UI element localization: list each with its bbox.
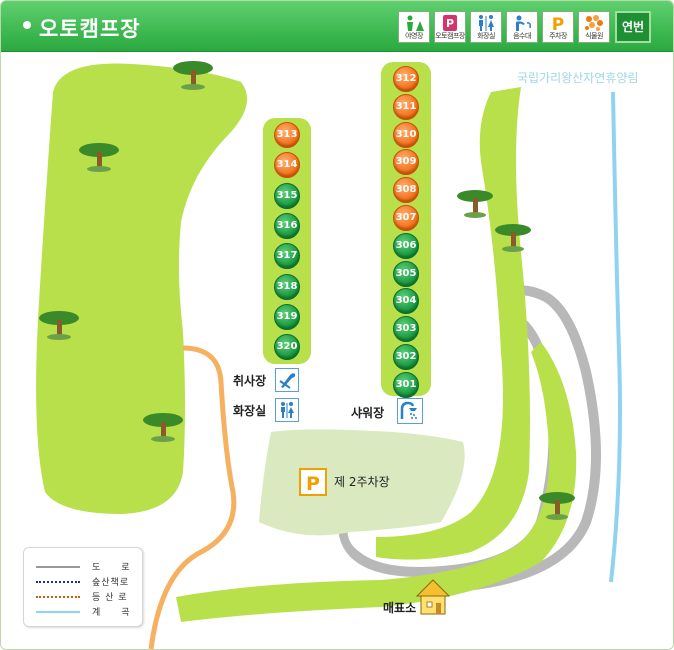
cooking-label: 취사장 [233, 374, 267, 388]
legend-hiking-line [36, 596, 80, 598]
green-road-bottom [176, 342, 577, 622]
autocamp-label: 오토캠프장 [435, 32, 465, 40]
svg-text:P: P [552, 15, 564, 32]
legend-row-hiking: 등 산 로 [36, 590, 136, 604]
campsite-310[interactable]: 310 [393, 121, 419, 148]
shower-icon[interactable] [397, 398, 423, 424]
campsite-302[interactable]: 302 [393, 344, 419, 370]
toilet-button[interactable]: 화장실 [470, 11, 502, 43]
parking-sign-icon[interactable]: P [299, 468, 327, 496]
campsite-313[interactable]: 313 [274, 122, 300, 148]
toilet-label-map: 화장실 [233, 404, 267, 418]
parking-label: 주차장 [549, 32, 567, 40]
map-legend: 도 로 숲산책로 등 산 로 계 곡 [23, 547, 143, 627]
tree-icon [495, 224, 531, 252]
campsite-318[interactable]: 318 [274, 273, 300, 300]
plants-label: 식물원 [585, 32, 603, 40]
green-road-right [376, 87, 530, 560]
page-title: 오토캠프장 [39, 17, 141, 41]
campsite-305[interactable]: 305 [393, 260, 419, 287]
campsite-map: 국립가리왕산자연휴양림 313 314 315 316 317 318 319 320 312… [1, 52, 673, 649]
svg-text:P: P [446, 17, 454, 30]
water-label: 음수대 [513, 32, 531, 40]
cooking-icon[interactable] [275, 368, 299, 392]
legend-row-stream: 계 곡 [36, 605, 136, 619]
toilet-label: 화장실 [477, 32, 495, 40]
stream-line [609, 91, 622, 583]
tree-icon [457, 190, 493, 218]
legend-forest-walk-label: 숲산책로 [92, 578, 130, 588]
site-column-left-bg [263, 118, 311, 364]
legend-road-line [36, 566, 80, 568]
shower-label: 샤워장 [351, 406, 385, 420]
yeonbeon-button[interactable]: 연번 [615, 11, 651, 43]
camping-tent-icon [407, 15, 424, 31]
campsite-314[interactable]: 314 [274, 152, 300, 179]
autocamp-icon: P [443, 15, 457, 31]
title-bullet-icon [23, 21, 31, 29]
parking-button[interactable]: P 주차장 [542, 11, 574, 43]
botanical-garden-icon [585, 15, 603, 31]
legend-hiking-label: 등 산 로 [92, 593, 128, 603]
ticket-booth-label: 매표소 [383, 601, 417, 615]
campsite-306[interactable]: 306 [393, 232, 419, 259]
hiking-trail [148, 345, 237, 649]
legend-forest-walk-line [36, 581, 80, 583]
campsite-319[interactable]: 319 [274, 303, 300, 330]
parking-lot-label: 제 2주차장 [334, 475, 390, 489]
legend-stream-label: 계 곡 [92, 608, 131, 618]
plants-button[interactable]: 식물원 [578, 11, 610, 43]
campsite-304[interactable]: 304 [393, 288, 419, 315]
water-fountain-icon [516, 15, 531, 31]
header-bar: 오토캠프장 야영장 P 오토캠프장 화장실 [1, 1, 673, 52]
campsite-307[interactable]: 307 [393, 205, 419, 231]
legend-row-forest-walk: 숲산책로 [36, 575, 136, 589]
road-outer [440, 285, 601, 593]
restroom-icon [479, 15, 494, 31]
campsite-312[interactable]: 312 [393, 66, 419, 92]
autocamp-button[interactable]: P 오토캠프장 [434, 11, 466, 43]
green-area-left [36, 63, 248, 515]
legend-row-road: 도 로 [36, 560, 136, 574]
campsite-315[interactable]: 315 [274, 182, 300, 209]
ticket-booth-icon [415, 579, 451, 615]
campsite-301[interactable]: 301 [393, 371, 419, 398]
map-drawing [36, 61, 622, 649]
campsite-311[interactable]: 311 [393, 93, 419, 120]
legend-stream-line [36, 611, 80, 613]
yeongjang-label: 야영장 [405, 32, 423, 40]
tree-icon [539, 492, 575, 520]
yeongjang-button[interactable]: 야영장 [398, 11, 430, 43]
svg-text:P: P [306, 473, 320, 494]
campsite-308[interactable]: 308 [393, 177, 419, 204]
legend-road-label: 도 로 [92, 563, 131, 573]
parking-icon: P [552, 15, 564, 32]
campsite-316[interactable]: 316 [274, 212, 300, 239]
restroom-icon[interactable] [275, 398, 299, 422]
tree-icon [143, 413, 183, 442]
tree-icon [173, 61, 213, 90]
campsite-317[interactable]: 317 [274, 243, 300, 270]
parking-area [259, 429, 465, 536]
campsite-320[interactable]: 320 [274, 334, 300, 361]
tree-icon [79, 143, 119, 172]
campsite-303[interactable]: 303 [393, 316, 419, 343]
tree-icon [39, 311, 79, 340]
forest-name-label: 국립가리왕산자연휴양림 [517, 71, 639, 85]
campsite-309[interactable]: 309 [393, 149, 419, 176]
water-button[interactable]: 음수대 [506, 11, 538, 43]
